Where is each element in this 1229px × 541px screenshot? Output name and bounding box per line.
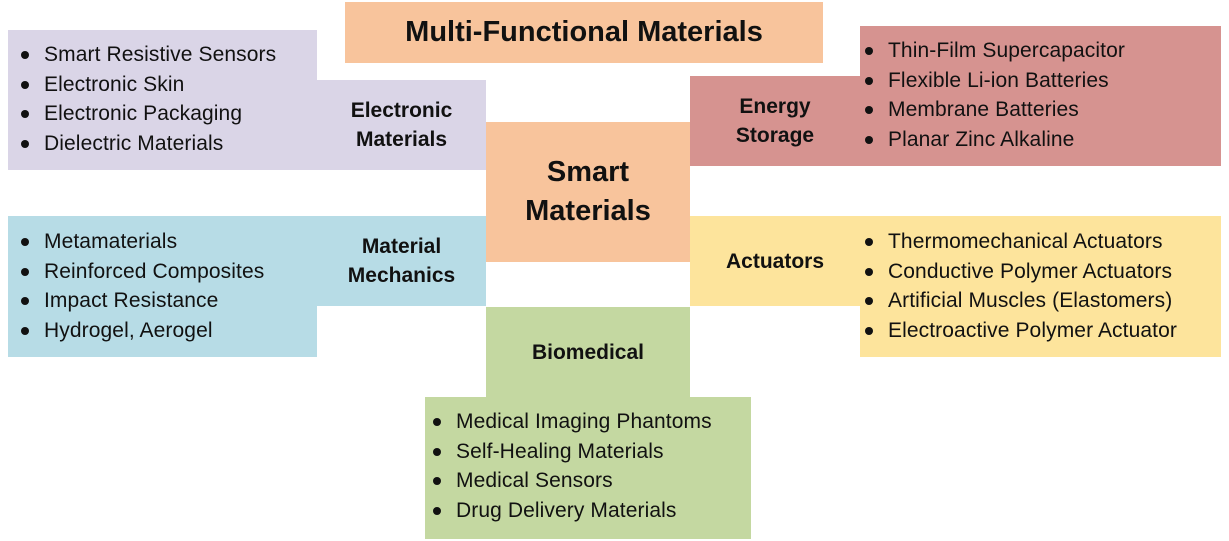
- center-label: Smart Materials: [525, 156, 651, 227]
- list-item: Medical Sensors: [428, 466, 751, 496]
- list-item: Artificial Muscles (Elastomers): [860, 286, 1221, 316]
- list-item: Membrane Batteries: [860, 95, 1221, 125]
- energy-items-box: Thin-Film Supercapacitor Flexible Li-ion…: [860, 26, 1221, 166]
- list-item: Reinforced Composites: [16, 257, 317, 287]
- energy-label: Energy Storage: [735, 95, 815, 147]
- mechanics-items-list: Metamaterials Reinforced Composites Impa…: [16, 227, 317, 345]
- electronic-items-box: Smart Resistive Sensors Electronic Skin …: [8, 30, 317, 170]
- biomedical-items-box: Medical Imaging Phantoms Self-Healing Ma…: [425, 397, 751, 539]
- list-item: Electronic Skin: [16, 70, 317, 100]
- list-item: Impact Resistance: [16, 286, 317, 316]
- list-item: Flexible Li-ion Batteries: [860, 66, 1221, 96]
- list-item: Medical Imaging Phantoms: [428, 407, 751, 437]
- mechanics-items-box: Metamaterials Reinforced Composites Impa…: [8, 216, 317, 357]
- list-item: Dielectric Materials: [16, 129, 317, 159]
- list-item: Smart Resistive Sensors: [16, 40, 317, 70]
- actuators-items-list: Thermomechanical Actuators Conductive Po…: [860, 227, 1221, 345]
- mechanics-label: Material Mechanics: [347, 235, 456, 287]
- biomedical-items-list: Medical Imaging Phantoms Self-Healing Ma…: [428, 407, 751, 525]
- diagram-title-text: Multi-Functional Materials: [405, 16, 763, 48]
- list-item: Hydrogel, Aerogel: [16, 316, 317, 346]
- list-item: Planar Zinc Alkaline: [860, 125, 1221, 155]
- list-item: Metamaterials: [16, 227, 317, 257]
- list-item: Self-Healing Materials: [428, 437, 751, 467]
- biomedical-label: Biomedical: [531, 340, 645, 364]
- actuators-label-box: Actuators: [690, 216, 860, 306]
- biomedical-label-box: Biomedical: [486, 307, 690, 397]
- electronic-label: Electronic Materials: [350, 99, 453, 151]
- energy-items-list: Thin-Film Supercapacitor Flexible Li-ion…: [860, 36, 1221, 154]
- list-item: Electronic Packaging: [16, 99, 317, 129]
- energy-label-box: Energy Storage: [690, 76, 860, 166]
- list-item: Electroactive Polymer Actuator: [860, 316, 1221, 346]
- list-item: Conductive Polymer Actuators: [860, 257, 1221, 287]
- list-item: Thermomechanical Actuators: [860, 227, 1221, 257]
- electronic-items-list: Smart Resistive Sensors Electronic Skin …: [16, 40, 317, 158]
- actuators-label: Actuators: [725, 249, 825, 273]
- electronic-label-box: Electronic Materials: [317, 80, 486, 170]
- diagram-title: Multi-Functional Materials: [345, 2, 823, 63]
- center-node: Smart Materials: [486, 122, 690, 262]
- actuators-items-box: Thermomechanical Actuators Conductive Po…: [860, 216, 1221, 357]
- list-item: Drug Delivery Materials: [428, 496, 751, 526]
- list-item: Thin-Film Supercapacitor: [860, 36, 1221, 66]
- mechanics-label-box: Material Mechanics: [317, 216, 486, 306]
